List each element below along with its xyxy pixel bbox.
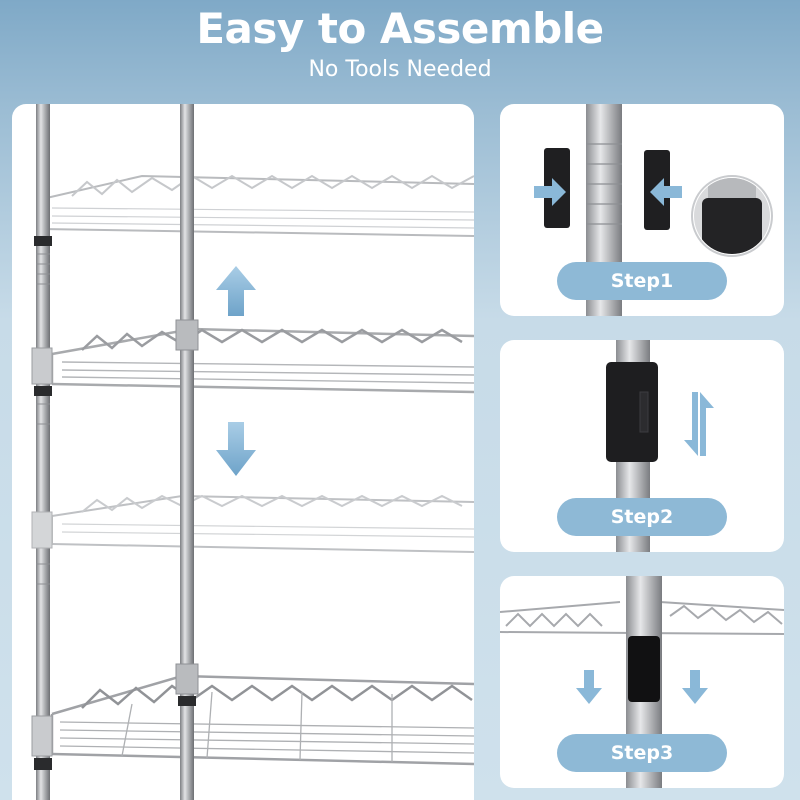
up-arrow-icon [216, 266, 256, 316]
page-title: Easy to Assemble [196, 4, 604, 53]
step3-label: Step3 [557, 734, 727, 772]
wire-shelf-illustration [31, 104, 474, 800]
right-arrow-icon [534, 178, 566, 206]
front-pole [31, 104, 53, 800]
shelf-1 [41, 174, 474, 237]
shelf-4 [50, 674, 474, 766]
swap-arrows-icon [684, 392, 714, 456]
shelf-illustration-panel [12, 104, 474, 800]
step3-panel: Step3 [500, 576, 784, 788]
step1-label: Step1 [557, 262, 727, 300]
sleeve [628, 636, 660, 702]
shelf-2 [50, 327, 474, 394]
back-pole [175, 104, 199, 800]
down-arrow-icon [216, 422, 256, 476]
step1-panel: Step1 [500, 104, 784, 316]
header: Easy to Assemble No Tools Needed [0, 0, 800, 96]
page-subtitle: No Tools Needed [308, 57, 492, 82]
down-arrow-icon [576, 670, 602, 704]
step2-panel: Step2 [500, 340, 784, 552]
shelf-3 [51, 494, 474, 553]
sleeve-detail [691, 175, 773, 257]
sleeve [606, 362, 658, 462]
step2-label: Step2 [557, 498, 727, 536]
down-arrow-icon [682, 670, 708, 704]
left-arrow-icon [650, 178, 682, 206]
